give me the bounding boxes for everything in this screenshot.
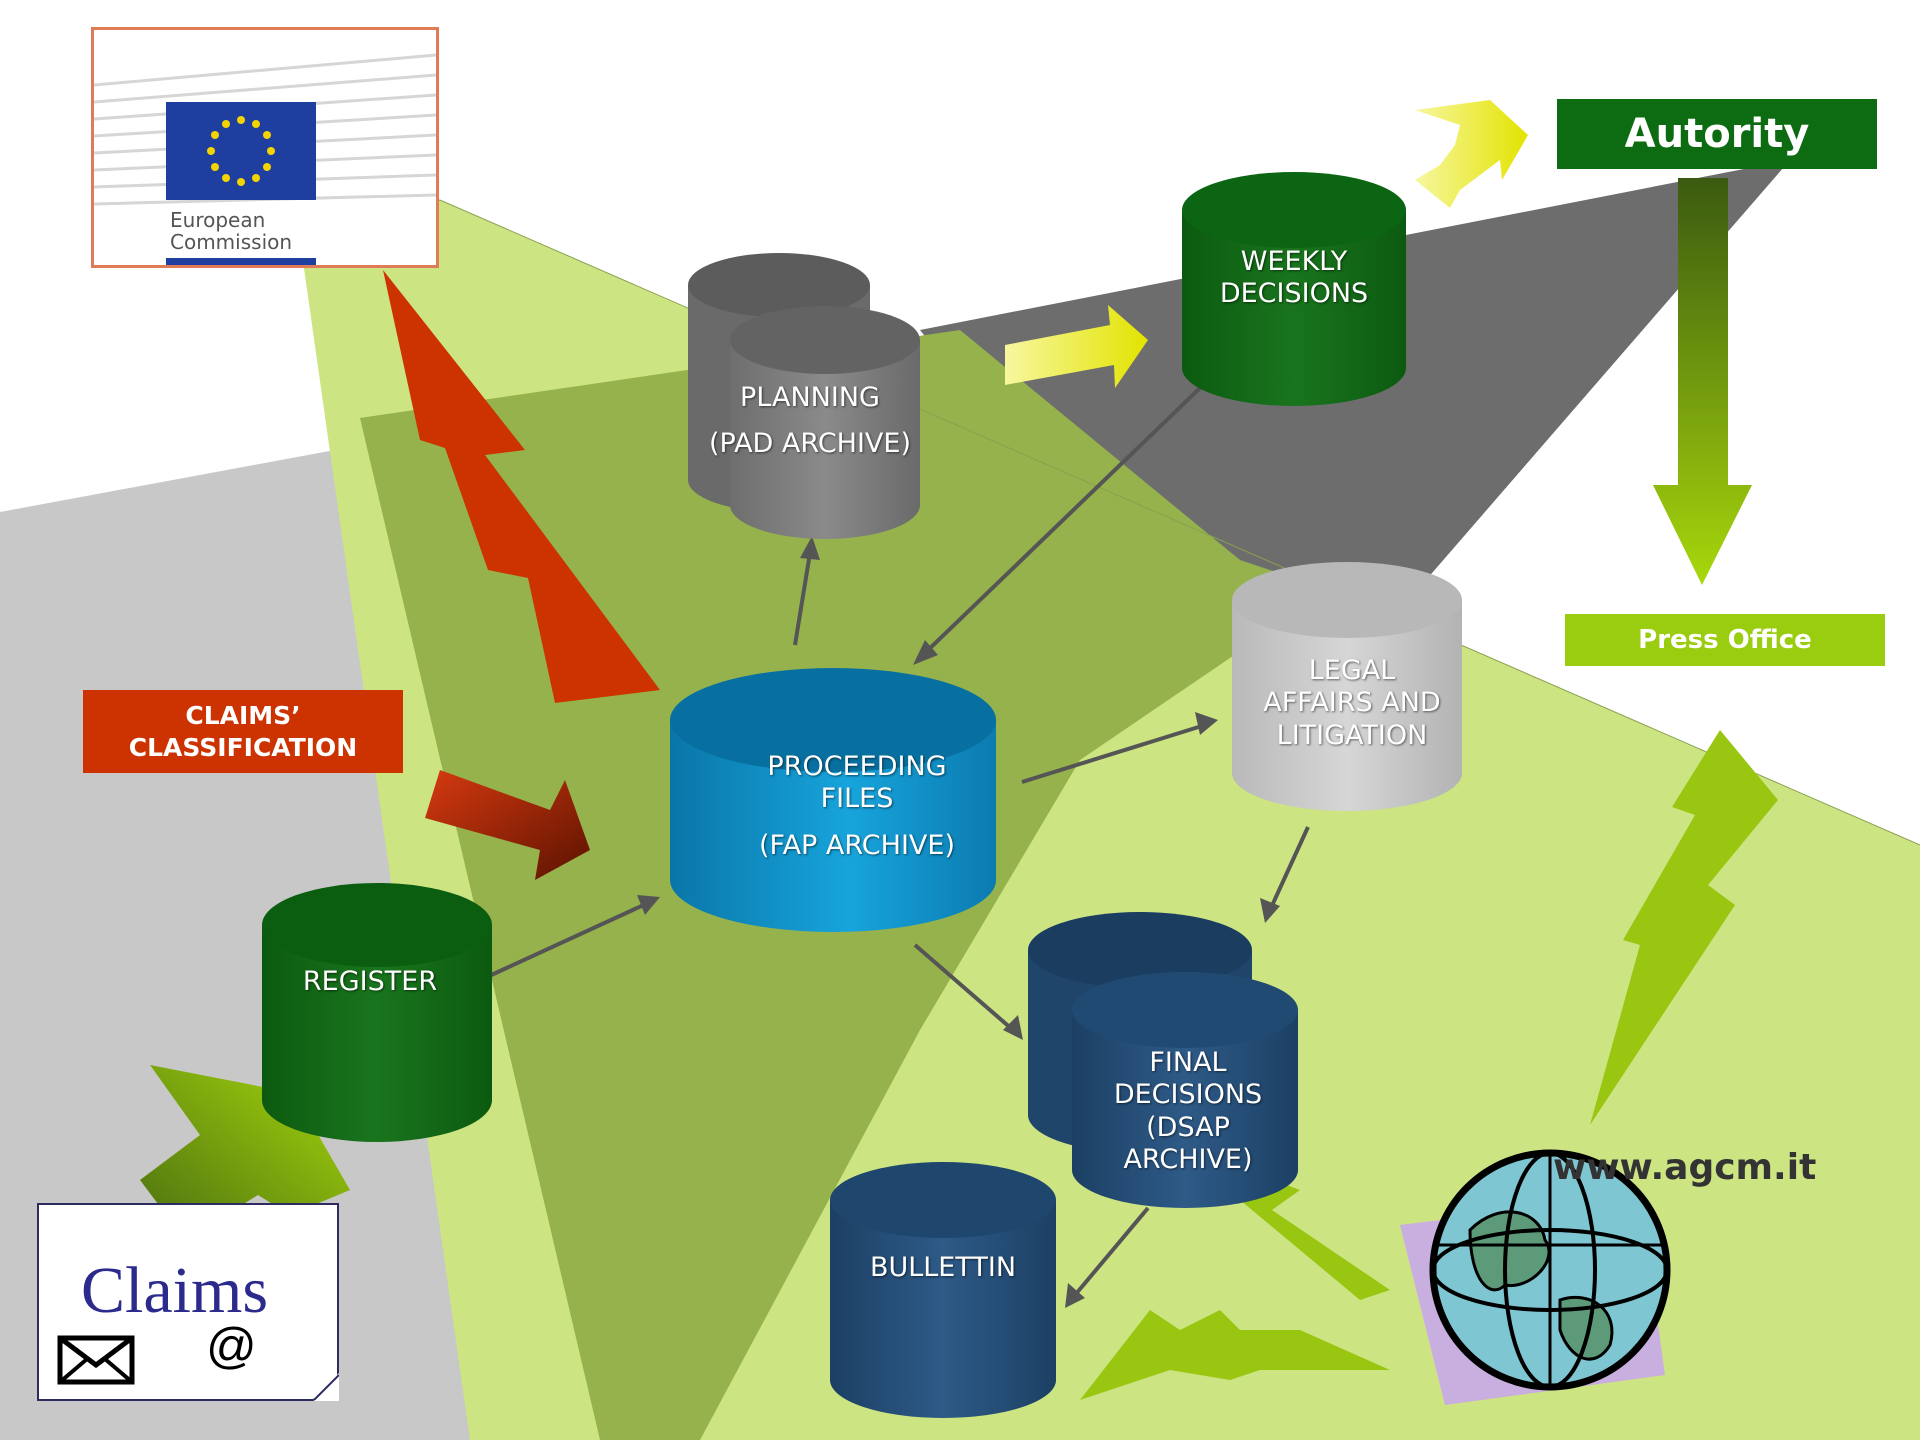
weekly-decisions-label: WEEKLY DECISIONS [1194, 246, 1394, 311]
final-line1: FINAL [1149, 1047, 1227, 1078]
claims-card: Claims @ [37, 1203, 339, 1401]
bullettin-label: BULLETTIN [869, 1252, 1017, 1283]
autority-label: Autority [1624, 111, 1810, 157]
legal-affairs-database [1232, 562, 1462, 811]
final-line3: (DSAP [1146, 1111, 1230, 1143]
red-lightning-bolt [383, 270, 660, 703]
ec-logo-text-line1: European [170, 208, 266, 232]
planning-database [688, 253, 920, 539]
card-corner-fold [311, 1373, 339, 1401]
claims-classification-line1: CLAIMS’ [185, 701, 301, 731]
register-label: REGISTER [302, 966, 438, 997]
green-arrow-down [1653, 178, 1752, 585]
claims-title: Claims [81, 1254, 269, 1327]
website-url: www.agcm.it [1553, 1147, 1817, 1188]
legal-line1: LEGAL [1308, 655, 1396, 686]
green-lightning-bolt-right [1590, 730, 1778, 1125]
ec-logo-text-line2: Commission [170, 230, 293, 254]
at-symbol: @ [206, 1318, 257, 1374]
proceeding-line3: (FAP ARCHIVE) [759, 829, 955, 861]
weekly-line2: DECISIONS [1219, 278, 1369, 310]
proceeding-line2: FILES [820, 783, 894, 815]
final-decisions-label: FINAL DECISIONS (DSAP ARCHIVE) [1088, 1047, 1288, 1177]
yellow-double-arrow [1415, 100, 1528, 208]
red-arrow-classification [425, 770, 590, 880]
final-line4: ARCHIVE) [1123, 1144, 1253, 1176]
arrow-heads [637, 536, 1280, 1308]
envelope-icon [57, 1335, 135, 1385]
final-line2: DECISIONS [1113, 1079, 1263, 1111]
legal-affairs-label: LEGAL AFFAIRS AND LITIGATION [1222, 655, 1482, 752]
yellow-arrow-weekly [1005, 305, 1148, 388]
legal-line3: LITIGATION [1276, 719, 1428, 751]
connector-lines [462, 386, 1310, 1297]
proceeding-files-label: PROCEEDING FILES (FAP ARCHIVE) [727, 751, 987, 862]
register-database [262, 883, 492, 1142]
press-office-box: Press Office [1565, 614, 1885, 666]
press-office-label: Press Office [1638, 625, 1812, 655]
planning-label: PLANNING (PAD ARCHIVE) [690, 382, 930, 461]
weekly-line1: WEEKLY [1240, 246, 1348, 277]
planning-line2: (PAD ARCHIVE) [709, 428, 911, 460]
final-decisions-database [1028, 912, 1298, 1208]
proceeding-files-database [670, 668, 996, 932]
claims-classification-line2: CLASSIFICATION [128, 732, 358, 762]
green-lightning-bolt-bottom [1080, 1310, 1390, 1400]
weekly-decisions-database [1182, 172, 1406, 406]
proceeding-line1: PROCEEDING [767, 751, 947, 782]
autority-box: Autority [1557, 99, 1877, 169]
globe-icon [1400, 1149, 1671, 1405]
eu-stars [207, 116, 275, 186]
european-commission-logo: European Commission [91, 27, 439, 268]
legal-line2: AFFAIRS AND [1263, 687, 1441, 719]
planning-line1: PLANNING [740, 382, 880, 413]
bullettin-database [830, 1162, 1056, 1418]
ec-logo-graphic [94, 53, 436, 265]
claims-classification-box: CLAIMS’ CLASSIFICATION [83, 690, 403, 773]
